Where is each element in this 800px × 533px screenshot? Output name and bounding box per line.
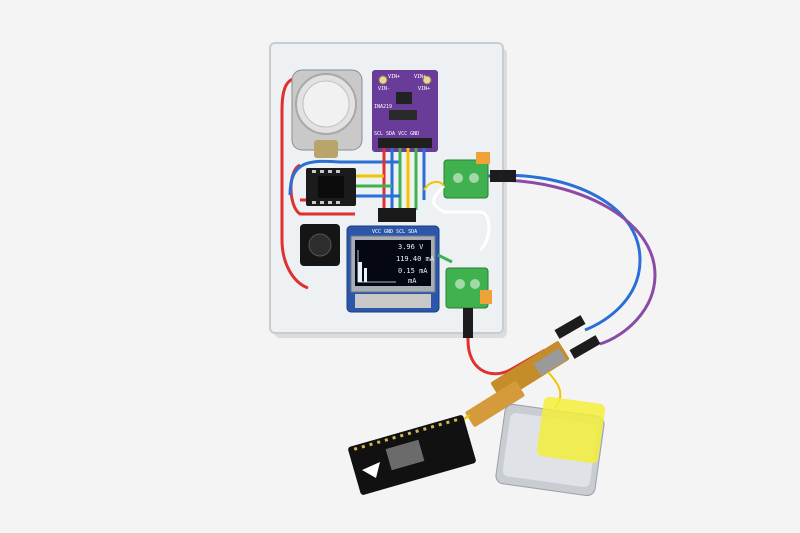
lipo-battery	[495, 396, 606, 497]
eeprom-board	[306, 168, 356, 206]
charger-board	[465, 341, 569, 427]
oled-header-label: VCC GND SCL SDA	[372, 229, 417, 235]
coin-cell-holder	[291, 69, 363, 158]
terminal-block-bottom	[445, 267, 492, 309]
oled-module: VCC GND SCL SDA 3.96 V 119.40 mA 0.15 mA…	[346, 225, 440, 313]
green-wire-oled	[437, 253, 453, 264]
ina219-board: VIN+ VIN+ VIN- VIN+ INA219 SCL SDA VCC G…	[372, 70, 438, 152]
oled-voltage: 3.96 V	[398, 243, 424, 251]
oled-current: 0.15 mA	[398, 267, 428, 275]
ina-chip-label: INA219	[374, 104, 392, 110]
oled-charge: 119.40 mA	[396, 255, 435, 263]
connector-top-right	[490, 170, 516, 182]
ina-pin-labels: SCL SDA VCC GND	[374, 131, 419, 137]
yellow-wire-terminal	[423, 180, 445, 191]
ina-mid-left: VIN-	[378, 86, 390, 92]
ina-mid-right: VIN+	[418, 86, 430, 92]
blue-wire-long	[487, 173, 642, 332]
pin-connector-a	[554, 315, 586, 339]
terminal-block-top	[443, 152, 490, 199]
mcu-board	[348, 415, 476, 495]
white-wire-loop	[432, 184, 491, 252]
oled-unit: mA	[408, 277, 417, 285]
ina-header-left: VIN+	[388, 74, 400, 80]
oled-header	[378, 208, 416, 222]
pin-connector-b	[569, 335, 601, 359]
purple-wire-long	[494, 178, 657, 346]
push-button	[300, 224, 340, 266]
red-wire-connector	[463, 308, 473, 338]
blue-wire-top	[288, 159, 400, 196]
red-wire-battery	[466, 308, 546, 376]
ina-header-right: VIN+	[414, 74, 426, 80]
